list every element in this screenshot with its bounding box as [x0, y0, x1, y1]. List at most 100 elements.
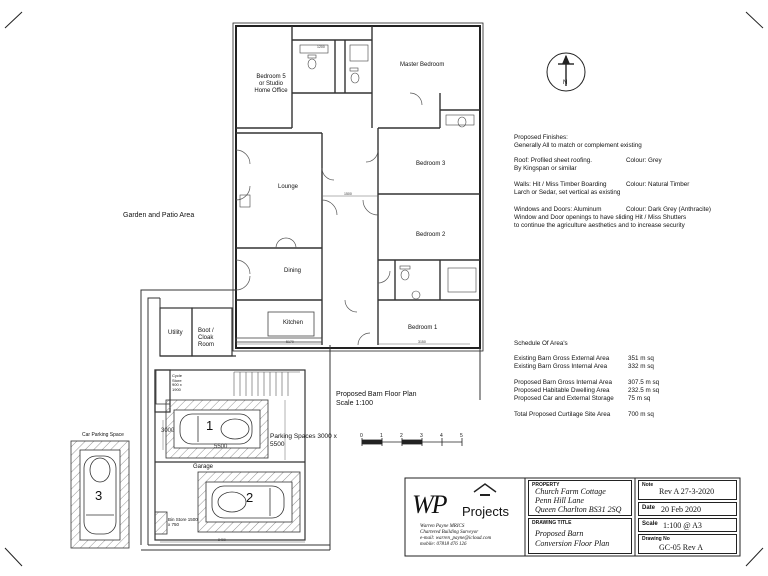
plan-scale: Scale 1:100	[336, 400, 373, 407]
drawing-number-cell: Drawing No GC-05 Rev A	[638, 534, 737, 554]
access-steps	[233, 371, 300, 396]
house-logo-icon	[473, 483, 497, 496]
schedule-row-label: Total Proposed Curtilage Site Area	[514, 411, 611, 418]
firm-title: Chartered Building Surveyor	[420, 530, 479, 535]
door-swings	[235, 92, 423, 346]
parking-bay-3	[70, 440, 130, 549]
bin-store-box	[154, 511, 168, 535]
dimension-text: 3150	[418, 340, 426, 344]
date-label: Date	[642, 505, 656, 511]
finishes-windows-colour: Colour: Dark Grey (Anthracite)	[626, 206, 712, 213]
room-label-bedroom2: Bedroom 2	[416, 232, 446, 238]
dimension-lines	[160, 195, 470, 543]
title-block-frame	[404, 477, 741, 557]
garden-patio-label: Garden and Patio Area	[123, 212, 195, 219]
scale-bar-label: 0	[360, 433, 363, 439]
scale-bar-label: 3	[420, 433, 423, 439]
schedule-row-value: 351 m sq	[628, 355, 654, 362]
room-label-bedroom1: Bedroom 1	[408, 325, 438, 331]
dimension-text: 1200	[317, 45, 325, 49]
firm-mobile: mobile: 07818 476 126	[420, 542, 467, 547]
schedule-row-label: Existing Barn Gross External Area	[514, 355, 610, 362]
finishes-walls: Walls: Hit / Miss Timber Boarding	[514, 181, 607, 188]
property-line-1: Church Farm Cottage	[535, 487, 606, 496]
property-line-2: Penn Hill Lane	[535, 496, 584, 505]
sheet-border	[4, 11, 764, 567]
barn-outer-walls	[232, 22, 484, 352]
date-value: 20 Feb 2020	[661, 505, 701, 514]
scale-value: 1:100 @ A3	[663, 521, 702, 530]
parking-number-3: 3	[95, 488, 103, 503]
dimension-text: 5500	[214, 444, 228, 450]
parking-bay-1	[165, 399, 269, 459]
scale-bar-label: 5	[460, 433, 463, 439]
schedule-row-value: 75 m sq	[628, 395, 651, 402]
finishes-roof-colour: Colour: Grey	[626, 157, 662, 164]
schedule-row-label: Existing Barn Gross Internal Area	[514, 363, 608, 370]
finishes-windows-detail: Window and Door openings to have sliding…	[514, 214, 687, 221]
room-label-dining: Dining	[284, 268, 302, 274]
parking-number-2: 2	[246, 490, 254, 505]
internal-walls	[236, 26, 480, 345]
firm-name: Warren Payne MRICS	[420, 524, 465, 529]
finishes-roof: Roof: Profiled sheet roofing.	[514, 157, 593, 164]
scale-label: Scale	[642, 521, 658, 527]
schedule-row-label: Proposed Barn Gross Internal Area	[514, 379, 613, 386]
parking-spaces-label: Parking Spaces 3000 x 5500	[270, 433, 337, 448]
parking-number-1: 1	[206, 418, 214, 433]
bin-store-label: Bin Store 1500 x 750	[168, 517, 198, 527]
note-label: Note	[642, 482, 654, 488]
room-label-master-bedroom: Master Bedroom	[400, 62, 445, 68]
site-boundary	[140, 289, 481, 551]
schedule-row-label: Proposed Habitable Dwelling Area	[514, 387, 610, 394]
drawing-title-line-2: Conversion Floor Plan	[535, 539, 610, 548]
scale-bar	[361, 438, 463, 446]
kitchen-furniture	[235, 311, 323, 343]
finishes-roof-detail: By Kingspan or similar	[514, 165, 577, 172]
drawing-title-label: DRAWING TITLE	[532, 520, 572, 526]
car-parking-space-label: Car Parking Space	[82, 432, 124, 438]
finishes-walls-detail: Larch or Sedar, set vertical as existing	[514, 189, 621, 196]
room-label-bedroom3: Bedroom 3	[416, 161, 446, 167]
scale-bar-label: 4	[440, 433, 443, 439]
note-value: Rev A 27-3-2020	[659, 487, 715, 496]
property-label: PROPERTY	[532, 482, 560, 488]
scale-bar-label: 1	[380, 433, 383, 439]
date-cell: Date 20 Feb 2020	[638, 502, 737, 516]
property-cell: PROPERTY Church Farm Cottage Penn Hill L…	[528, 480, 632, 516]
scale-cell: Scale 1:100 @ A3	[638, 518, 737, 532]
finishes-windows-detail: to continue the agriculture aesthetics a…	[514, 222, 685, 229]
schedule-row-value: 700 m sq	[628, 411, 654, 418]
plan-title: Proposed Barn Floor Plan	[336, 391, 417, 398]
schedule-row-label: Proposed Car and External Storage	[514, 395, 614, 402]
schedule-row-value: 332 m sq	[628, 363, 654, 370]
room-label-garage: Garage	[193, 464, 214, 470]
finishes-windows: Windows and Doors: Aluminum	[514, 206, 602, 213]
company-name: Projects	[462, 504, 509, 519]
north-label: N	[563, 80, 568, 86]
schedule-row-value: 232.5 m sq	[628, 387, 660, 394]
room-label-boot-room: Boot / Cloak Room	[198, 328, 215, 348]
finishes-walls-colour: Colour: Natural Timber	[626, 181, 690, 188]
firm-email: e-mail: warren_payne@icloud.com	[420, 536, 492, 541]
scale-bar-label: 2	[400, 433, 403, 439]
north-arrow-icon	[546, 52, 586, 92]
property-line-3: Queen Charlton BS31 2SQ	[535, 505, 622, 514]
company-logo: WP	[412, 490, 448, 519]
room-label-bedroom5: Bedroom 5 or Studio Home Office	[254, 74, 288, 94]
room-label-lounge: Lounge	[278, 184, 299, 190]
cycle-store-label: Cycle Store 900 x 1900	[172, 373, 183, 392]
room-label-utility: Utility	[168, 330, 183, 336]
drawing-number-value: GC-05 Rev A	[659, 543, 703, 552]
cycle-store-box	[155, 369, 171, 405]
schedule-heading: Schedule Of Area's	[514, 340, 568, 347]
dimension-text: 1500	[344, 192, 352, 196]
drawing-title-cell: DRAWING TITLE Proposed Barn Conversion F…	[528, 518, 632, 554]
note-cell: Note Rev A 27-3-2020	[638, 480, 737, 500]
finishes-general: Generally All to match or complement exi…	[514, 142, 642, 149]
dimension-text: 3000	[161, 428, 175, 434]
room-label-kitchen: Kitchen	[283, 320, 304, 326]
drawing-title-line-1: Proposed Barn	[535, 529, 584, 538]
parking-bay-2	[197, 471, 301, 533]
